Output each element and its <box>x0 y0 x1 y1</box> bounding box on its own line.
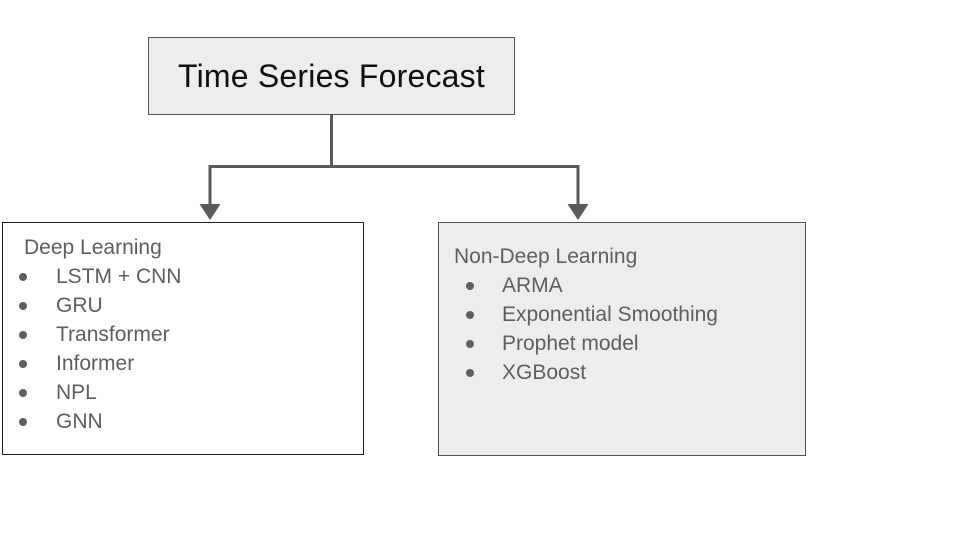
list-item: Prophet model <box>439 329 805 358</box>
bullet-icon <box>19 301 27 310</box>
deep-learning-list: LSTM + CNN GRU Transformer Informer NPL … <box>3 262 363 436</box>
list-item-label: NPL <box>56 381 97 404</box>
list-item: LSTM + CNN <box>3 262 363 291</box>
list-item: GNN <box>3 407 363 436</box>
bullet-icon <box>466 281 474 290</box>
bullet-icon <box>466 339 474 348</box>
list-item-label: XGBoost <box>502 361 587 384</box>
arrowhead-left-icon <box>199 204 221 220</box>
list-item: NPL <box>3 378 363 407</box>
list-item-label: Exponential Smoothing <box>502 303 718 326</box>
list-item-label: GNN <box>56 410 103 433</box>
bullet-icon <box>19 330 27 339</box>
list-item-label: Transformer <box>56 323 170 346</box>
bullet-icon <box>19 417 27 426</box>
list-item: XGBoost <box>439 358 805 387</box>
root-node-label: Time Series Forecast <box>178 57 485 94</box>
list-item: Exponential Smoothing <box>439 300 805 329</box>
bullet-icon <box>466 310 474 319</box>
list-item: ARMA <box>439 271 805 300</box>
node-time-series-forecast[interactable]: Time Series Forecast <box>148 37 515 115</box>
list-item-label: LSTM + CNN <box>56 265 182 288</box>
list-item-label: ARMA <box>502 274 563 297</box>
list-item: Transformer <box>3 320 363 349</box>
bullet-icon <box>19 272 27 281</box>
list-item: Informer <box>3 349 363 378</box>
node-non-deep-learning[interactable]: Non-Deep Learning ARMA Exponential Smoot… <box>438 222 806 456</box>
bullet-icon <box>466 368 474 377</box>
list-item: GRU <box>3 291 363 320</box>
bullet-icon <box>19 388 27 397</box>
bullet-icon <box>19 359 27 368</box>
branch-title-non-deep-learning: Non-Deep Learning <box>454 245 638 268</box>
node-deep-learning[interactable]: Deep Learning LSTM + CNN GRU Transformer… <box>2 222 364 455</box>
list-item-label: GRU <box>56 294 103 317</box>
list-item-label: Informer <box>56 352 135 375</box>
arrowhead-right-icon <box>567 204 589 220</box>
list-item-label: Prophet model <box>502 332 639 355</box>
branch-title-deep-learning: Deep Learning <box>24 236 162 259</box>
non-deep-learning-list: ARMA Exponential Smoothing Prophet model… <box>439 271 805 387</box>
